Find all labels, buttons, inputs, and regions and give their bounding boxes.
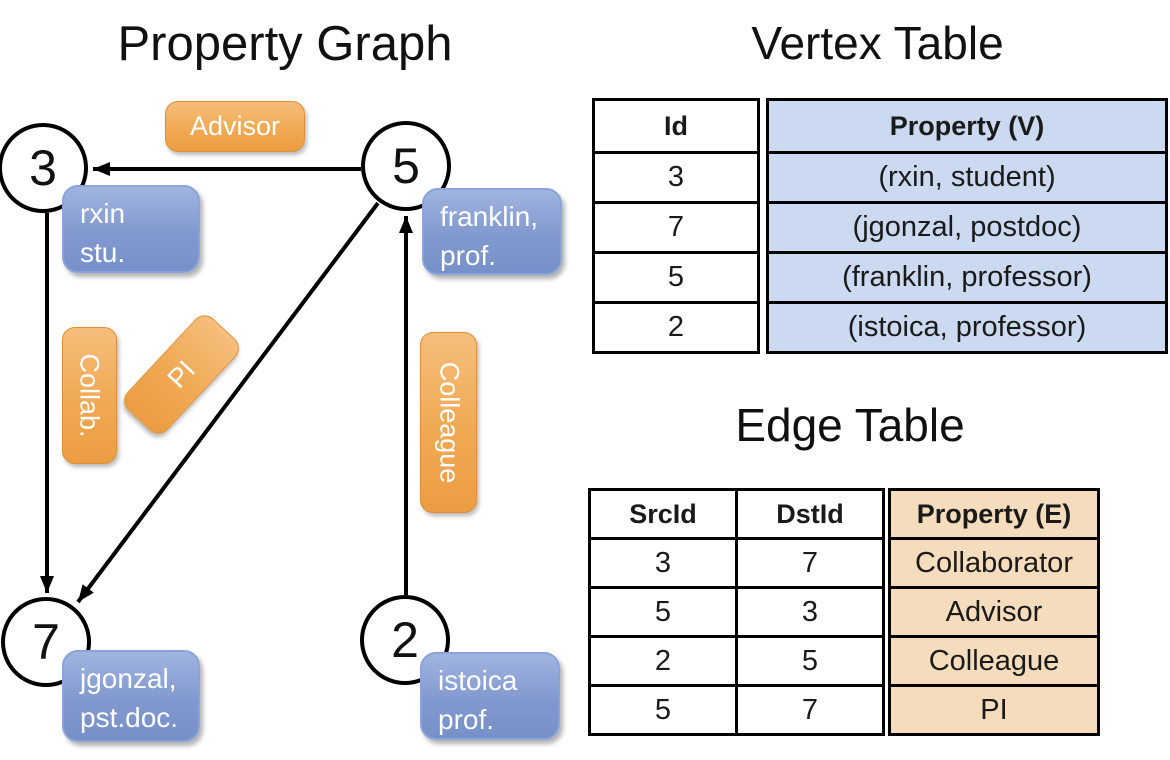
table-row: 3 bbox=[592, 151, 760, 204]
edge-label-text: Advisor bbox=[189, 111, 281, 141]
table-row: 2 5 bbox=[588, 635, 885, 687]
vertex-id: 7 bbox=[32, 614, 60, 670]
edge-pi-arrow-5-to-7 bbox=[76, 201, 380, 604]
vertex-table-id-column: Id 3 7 5 2 bbox=[592, 98, 760, 354]
edge-table-property-header: Property (E) bbox=[888, 488, 1100, 540]
edge-table-srcid-header: SrcId bbox=[588, 488, 738, 540]
vertex-property-label-franklin: franklin, prof. bbox=[422, 188, 562, 275]
edge-table-title: Edge Table bbox=[735, 399, 965, 451]
edge-table-dstid-header: DstId bbox=[735, 488, 885, 540]
vertex-property-label-rxin: rxin stu. bbox=[62, 185, 200, 273]
table-row: 5 bbox=[592, 251, 760, 304]
vertex-circle-2: 2 bbox=[360, 595, 450, 685]
vertex-property-label-istoica: istoica prof. bbox=[420, 652, 560, 740]
table-row: (istoica, professor) bbox=[766, 301, 1168, 354]
property-graph-title: Property Graph bbox=[117, 17, 453, 71]
vertex-table-property-header: Property (V) bbox=[766, 98, 1168, 154]
table-row: Advisor bbox=[888, 586, 1100, 638]
vertex-id: 2 bbox=[391, 612, 419, 668]
edge-label-advisor: Advisor bbox=[165, 101, 305, 152]
edge-label-colleague: Colleague bbox=[420, 332, 477, 513]
table-row: Collaborator bbox=[888, 537, 1100, 589]
table-row: 7 bbox=[592, 201, 760, 254]
graph-edges-layer bbox=[40, 162, 413, 604]
table-row: (franklin, professor) bbox=[766, 251, 1168, 304]
edge-label-text: Colleague bbox=[434, 361, 464, 484]
table-row: 5 3 bbox=[588, 586, 885, 638]
edge-table-property-column: Property (E) Collaborator Advisor Collea… bbox=[888, 488, 1100, 736]
vertex-property-line2: stu. bbox=[80, 236, 126, 268]
vertex-id: 3 bbox=[29, 140, 57, 196]
table-row: 3 7 bbox=[588, 537, 885, 589]
vertex-table-id-header: Id bbox=[592, 98, 760, 154]
edge-label-text: Collab. bbox=[75, 353, 106, 438]
table-row: Colleague bbox=[888, 635, 1100, 687]
table-row: PI bbox=[888, 684, 1100, 736]
vertex-property-line2: prof. bbox=[440, 239, 497, 271]
table-row: (rxin, student) bbox=[766, 151, 1168, 204]
table-row: 5 7 bbox=[588, 684, 885, 736]
vertex-property-line1: franklin, bbox=[440, 201, 539, 232]
vertex-property-line2: prof. bbox=[438, 703, 495, 735]
table-row: (jgonzal, postdoc) bbox=[766, 201, 1168, 254]
vertex-table-title: Vertex Table bbox=[751, 17, 1004, 69]
vertex-property-line1: istoica bbox=[438, 665, 518, 696]
edge-label-text: PI bbox=[161, 354, 201, 394]
vertex-id: 5 bbox=[392, 138, 420, 194]
vertex-property-line1: jgonzal, bbox=[80, 663, 177, 694]
vertex-table-property-column: Property (V) (rxin, student) (jgonzal, p… bbox=[766, 98, 1168, 354]
table-row: 2 bbox=[592, 301, 760, 354]
vertex-circle-5: 5 bbox=[361, 121, 451, 211]
edge-table-src-dst-columns: SrcId DstId 3 7 5 3 2 5 5 7 bbox=[588, 488, 885, 736]
vertex-property-line1: rxin bbox=[80, 198, 126, 229]
vertex-property-line2: pst.doc. bbox=[80, 701, 179, 733]
edge-label-collab: Collab. bbox=[62, 327, 117, 464]
property-graph-panel: Property Graph 3 5 7 2 Advisor bbox=[0, 17, 562, 742]
vertex-property-label-jgonzal: jgonzal, pst.doc. bbox=[62, 650, 200, 742]
